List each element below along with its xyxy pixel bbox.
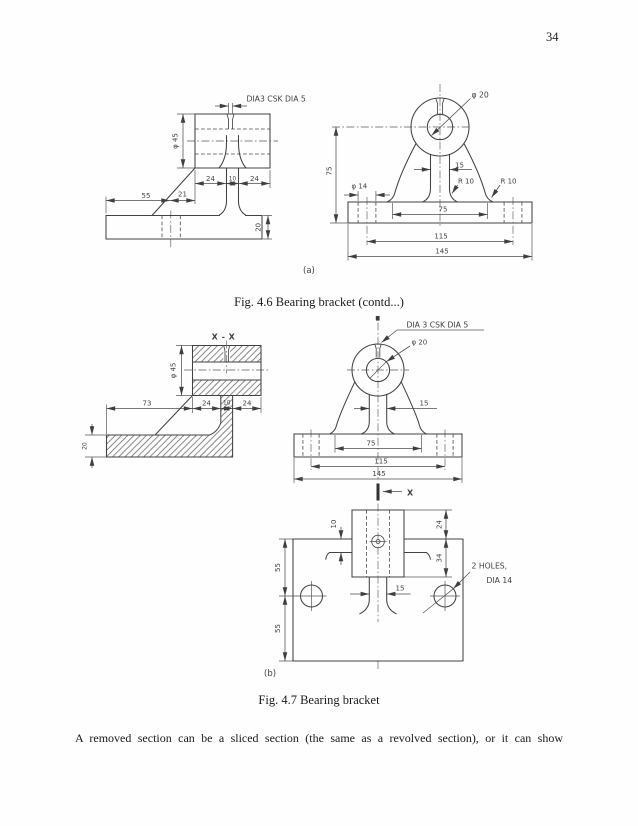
- base-plan-outline: [292, 538, 464, 662]
- extension-lines: [293, 329, 484, 483]
- hatch-band: [192, 380, 261, 396]
- boss-plan-outline: [351, 509, 405, 578]
- csk-hole: [374, 344, 382, 358]
- bore-lines: [191, 361, 262, 381]
- dim-label: φ 20: [412, 339, 428, 347]
- fig47-plan-view: 10 24 34 55 55 15 2 HOLES, DIA 14: [274, 503, 513, 672]
- boss-outline: [191, 344, 262, 397]
- dim-label: φ 45: [169, 363, 177, 379]
- dim-label: 21: [178, 191, 187, 199]
- dim-label: 55: [274, 624, 282, 633]
- leader-r10: [491, 184, 501, 198]
- rib: [421, 153, 459, 203]
- dim-label: 24: [435, 520, 443, 529]
- boss-outline: [194, 113, 271, 169]
- dim-label: 75: [439, 206, 448, 214]
- extension-lines: [85, 345, 262, 458]
- dim-label: 115: [374, 458, 387, 466]
- hidden-bore-lines: [366, 510, 390, 577]
- extension-lines: [279, 509, 452, 662]
- base-outline: [105, 214, 263, 240]
- extension-lines: [330, 191, 533, 261]
- dim-label: φ 45: [171, 133, 179, 149]
- section-title: X - X: [212, 333, 236, 342]
- dim-label: 55: [274, 563, 282, 572]
- dim-label: 20: [254, 223, 262, 232]
- csk-hole: [226, 113, 235, 129]
- dim-label: 24: [250, 175, 259, 183]
- leader-r10: [451, 184, 459, 194]
- dim-label: 24: [202, 400, 211, 408]
- extension-lines: [105, 103, 272, 240]
- boss-circle: [351, 343, 405, 397]
- dim-label: φ 20: [472, 91, 489, 100]
- crosshairs: [296, 541, 460, 611]
- web-diagonal: [154, 394, 194, 436]
- dim-label: 145: [372, 470, 385, 478]
- csk-hole: [223, 345, 231, 362]
- dim-label: 24: [206, 175, 215, 183]
- base-outline: [347, 201, 533, 224]
- fig46-side-view: DIA3 CSK DIA 5 φ 45 24 10 24 55 21 20: [105, 95, 306, 248]
- fig47-caption: Fig. 4.7 Bearing bracket: [258, 693, 380, 707]
- fig46-front-view: φ 20 75 φ 14 15 R 10 R 10 75 115 145: [325, 84, 533, 261]
- rib-plan: [359, 576, 397, 615]
- dim-label: 10: [229, 177, 237, 183]
- dim-label: 15: [455, 162, 464, 170]
- dim-label: 75: [367, 440, 376, 448]
- dim-label: 75: [325, 167, 333, 176]
- fig46-view-label: (a): [303, 266, 315, 276]
- center-line: [170, 140, 278, 248]
- holes-note: 2 HOLES,: [472, 562, 508, 571]
- dim-label: 10: [330, 520, 338, 529]
- bore-circle: [426, 113, 454, 141]
- bolt-hole: [299, 584, 324, 608]
- leader-holes: [453, 571, 471, 590]
- dim-label: φ 14: [352, 183, 368, 191]
- dim-label: R 10: [501, 178, 517, 186]
- csk-hole: [435, 98, 445, 115]
- dim-label: 24: [243, 400, 252, 408]
- rib-base-outline: [105, 394, 234, 458]
- web-edges: [325, 551, 431, 560]
- fig47-view-label: (b): [264, 669, 277, 679]
- leader-dia20: [431, 98, 471, 136]
- fig47-front-view: DIA 3 CSK DIA 5 φ 20 15 75 115 145 X: [293, 316, 484, 501]
- base-outline: [293, 433, 463, 458]
- dim-label: 73: [143, 400, 152, 408]
- csk-slot-clear: [223, 345, 231, 363]
- bore-circle: [365, 357, 391, 383]
- dim-label: 15: [420, 400, 429, 408]
- dim-label: 115: [434, 233, 447, 241]
- dim-label: 55: [142, 192, 151, 200]
- centerline-dot: [375, 316, 380, 321]
- body-paragraph: A removed section can be a sliced sectio…: [75, 731, 563, 745]
- boss-circle: [410, 97, 470, 157]
- leader-holes-tail: [422, 588, 454, 614]
- fig47-section-view: X - X φ 45 73 24 10 24 20: [83, 333, 270, 468]
- dim-label: 10: [223, 401, 231, 407]
- hatch-rib-base: [106, 395, 233, 457]
- webs: [386, 142, 494, 203]
- webs: [329, 381, 427, 435]
- center-lines: [332, 84, 514, 245]
- leader-csk: [381, 329, 398, 343]
- dim-label: 20: [83, 442, 89, 450]
- dim-label: 15: [396, 585, 405, 593]
- dim-label: R 10: [458, 178, 474, 186]
- section-label: X: [407, 489, 414, 498]
- web-diagonal: [151, 167, 196, 217]
- csk-note: DIA3 CSK DIA 5: [247, 95, 306, 104]
- rib-fillets: [218, 134, 247, 216]
- dim-label: 34: [435, 553, 443, 562]
- holes-note: DIA 14: [487, 576, 513, 585]
- page-number: 34: [546, 30, 559, 44]
- dim-label: 145: [435, 248, 448, 256]
- rib: [360, 393, 396, 435]
- bolt-hole: [433, 584, 457, 608]
- fig46-caption: Fig. 4.6 Bearing bracket (contd...): [234, 295, 404, 309]
- csk-note: DIA 3 CSK DIA 5: [407, 321, 469, 330]
